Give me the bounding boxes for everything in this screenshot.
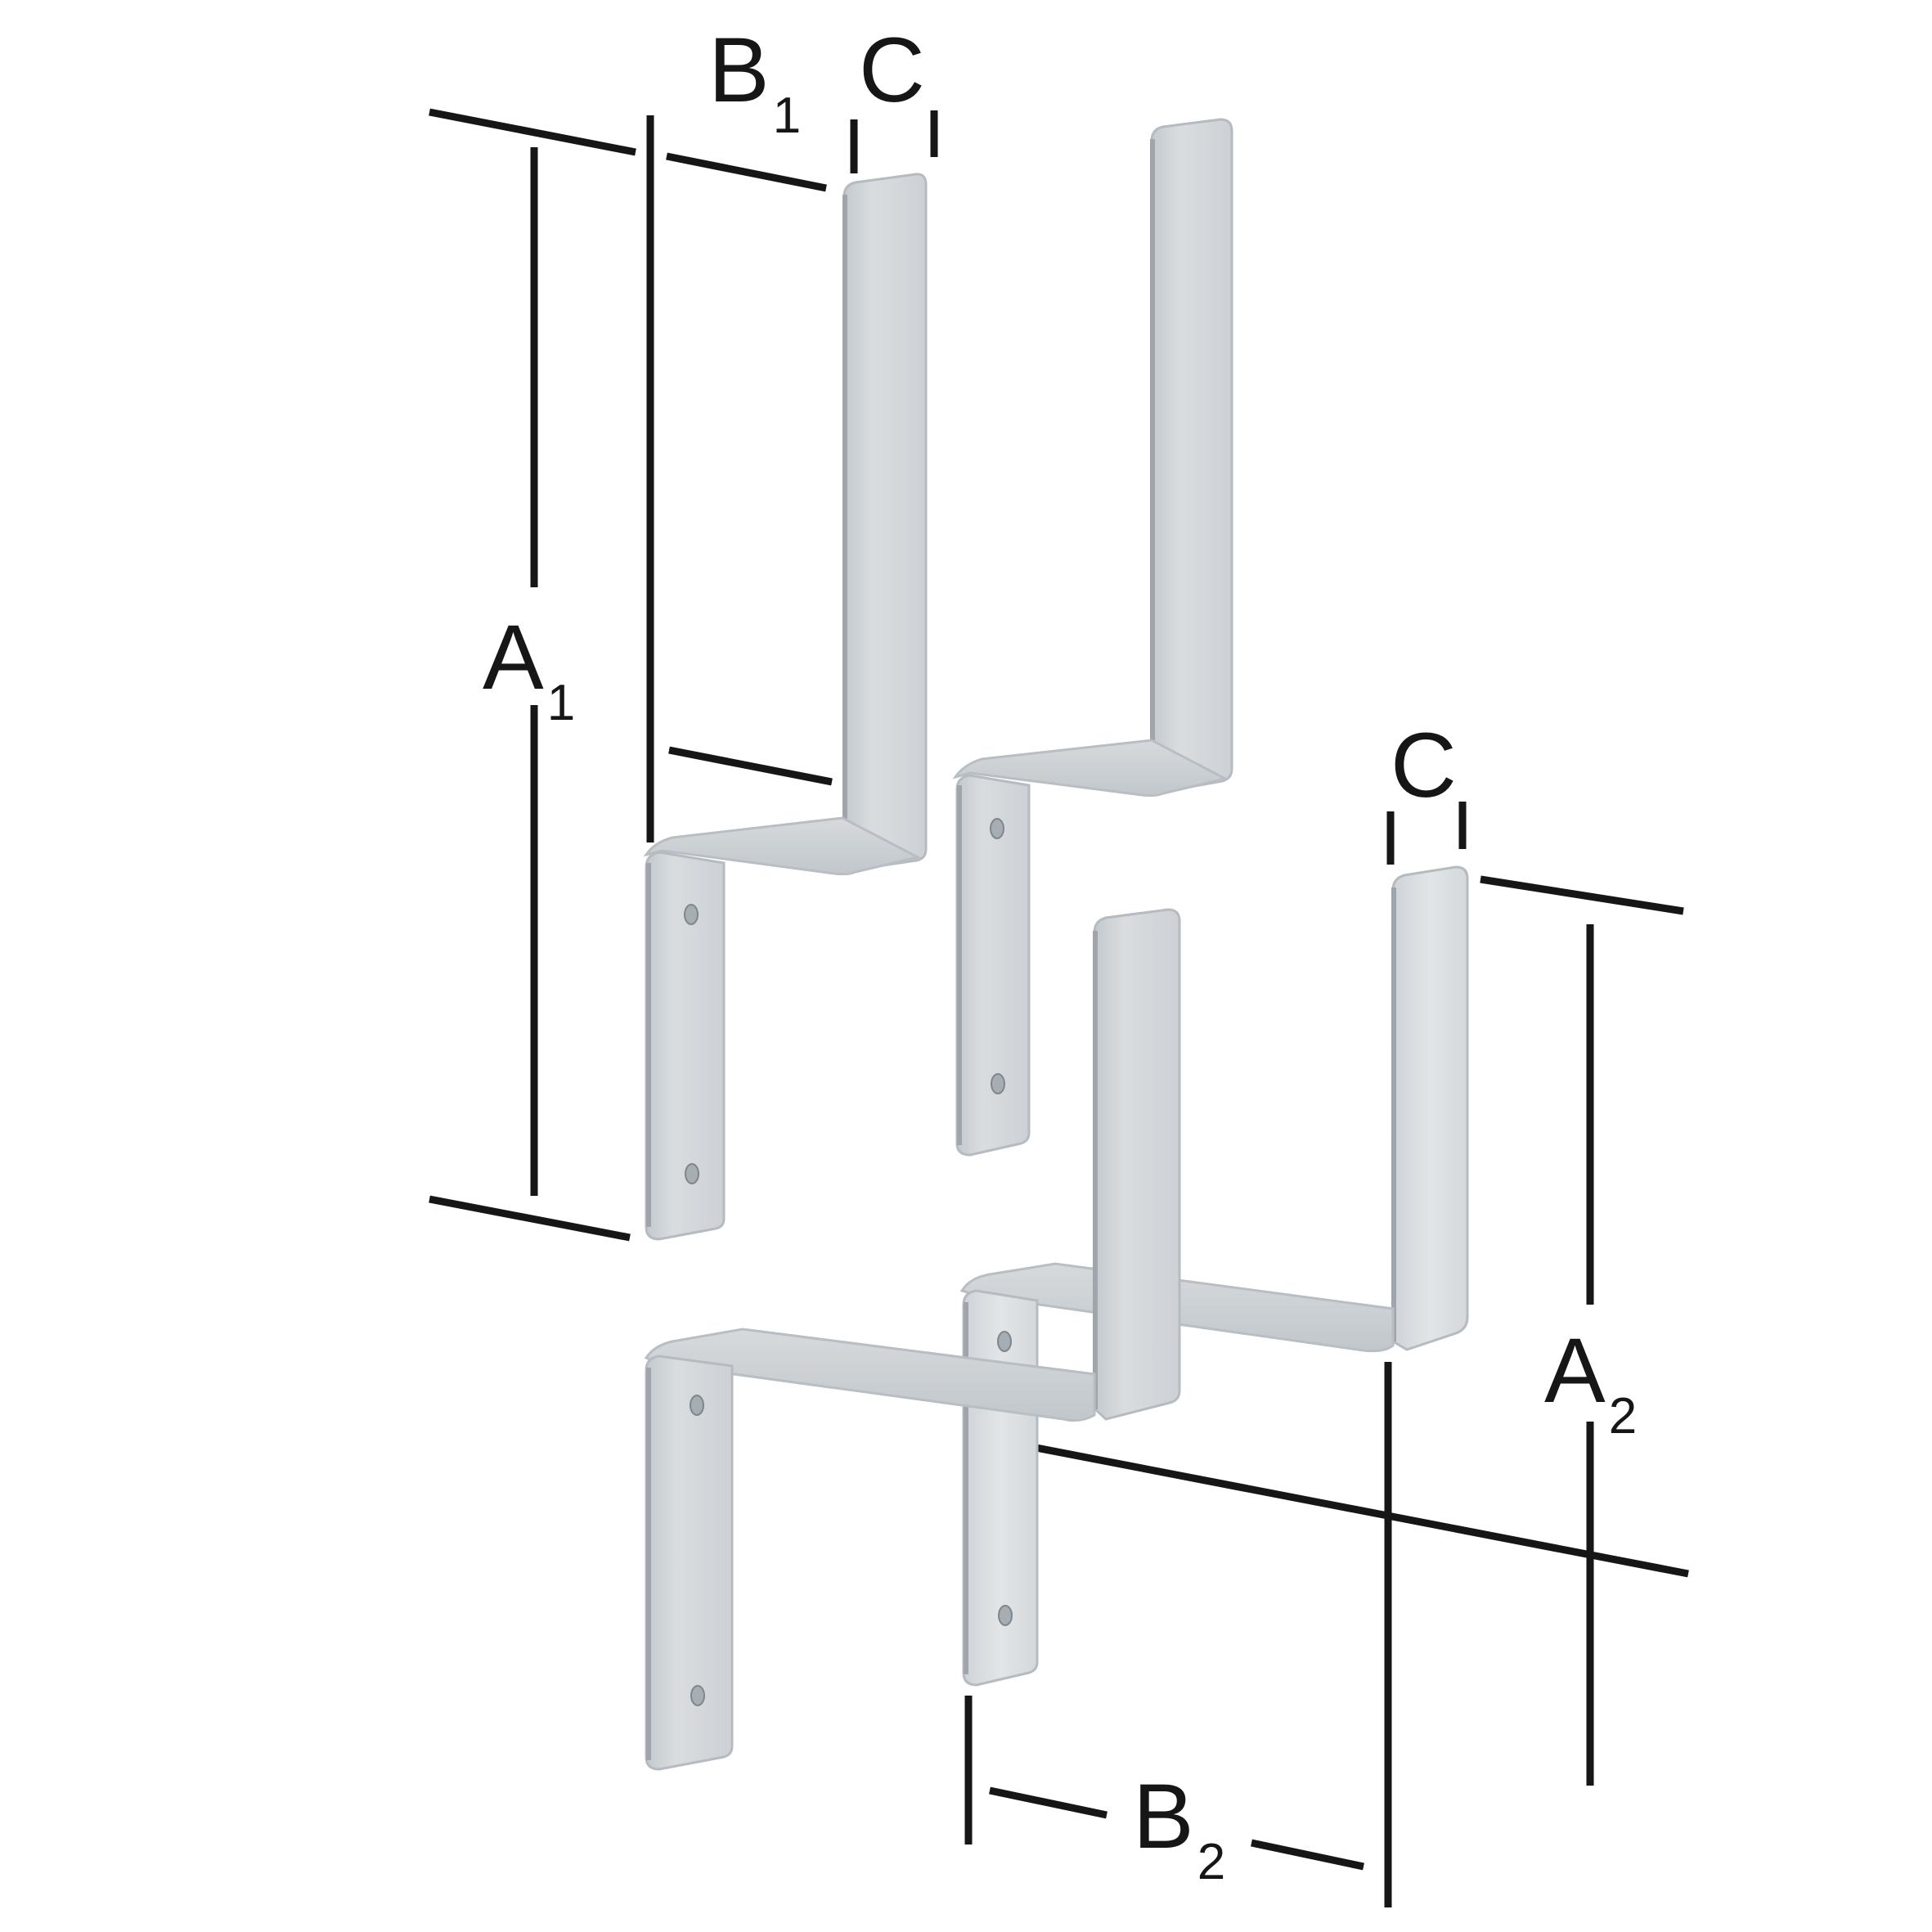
dimension-label-a2: A2 xyxy=(1544,1325,1637,1442)
b1-line-top xyxy=(666,152,827,192)
dimension-label-b2: B2 xyxy=(1133,1771,1225,1888)
bracket-small-front xyxy=(643,173,928,1241)
b2-line-left xyxy=(989,1786,1108,1819)
b1-line-bottom xyxy=(668,746,833,786)
label-b2-subscript: 2 xyxy=(1197,1834,1226,1890)
label-c-right-letter: C xyxy=(1391,714,1457,816)
a1-extension-bottom xyxy=(429,1195,631,1242)
label-a1-letter: A xyxy=(483,606,544,708)
b2-line-right xyxy=(1251,1839,1364,1871)
bracket-large-front xyxy=(644,908,1181,1771)
a1-extension-top xyxy=(429,108,636,156)
label-a2-subscript: 2 xyxy=(1608,1388,1638,1445)
a2-extension-top xyxy=(1480,875,1684,915)
screw-hole xyxy=(997,1331,1012,1352)
label-b2-letter: B xyxy=(1133,1765,1194,1867)
label-a2-letter: A xyxy=(1544,1319,1606,1422)
dimension-lines xyxy=(429,108,1689,1907)
bracket-small-back xyxy=(952,118,1233,1157)
screw-hole xyxy=(685,1163,699,1184)
dimension-label-c-right: C xyxy=(1391,720,1457,811)
label-b1-subscript: 1 xyxy=(772,88,802,144)
dimension-label-b1: B1 xyxy=(708,25,801,142)
screw-hole xyxy=(990,818,1004,839)
label-b1-letter: B xyxy=(708,19,770,121)
screw-hole xyxy=(690,1685,705,1706)
screw-hole xyxy=(991,1073,1005,1094)
screw-hole xyxy=(998,1605,1013,1626)
a2-extension-bottom xyxy=(993,1436,1689,1578)
dimension-label-c-top: C xyxy=(859,25,925,116)
screw-hole xyxy=(690,1395,704,1416)
screw-hole xyxy=(684,904,699,925)
dimension-label-a1: A1 xyxy=(483,612,575,729)
label-a1-subscript: 1 xyxy=(546,675,576,731)
label-c-top-letter: C xyxy=(859,19,925,121)
